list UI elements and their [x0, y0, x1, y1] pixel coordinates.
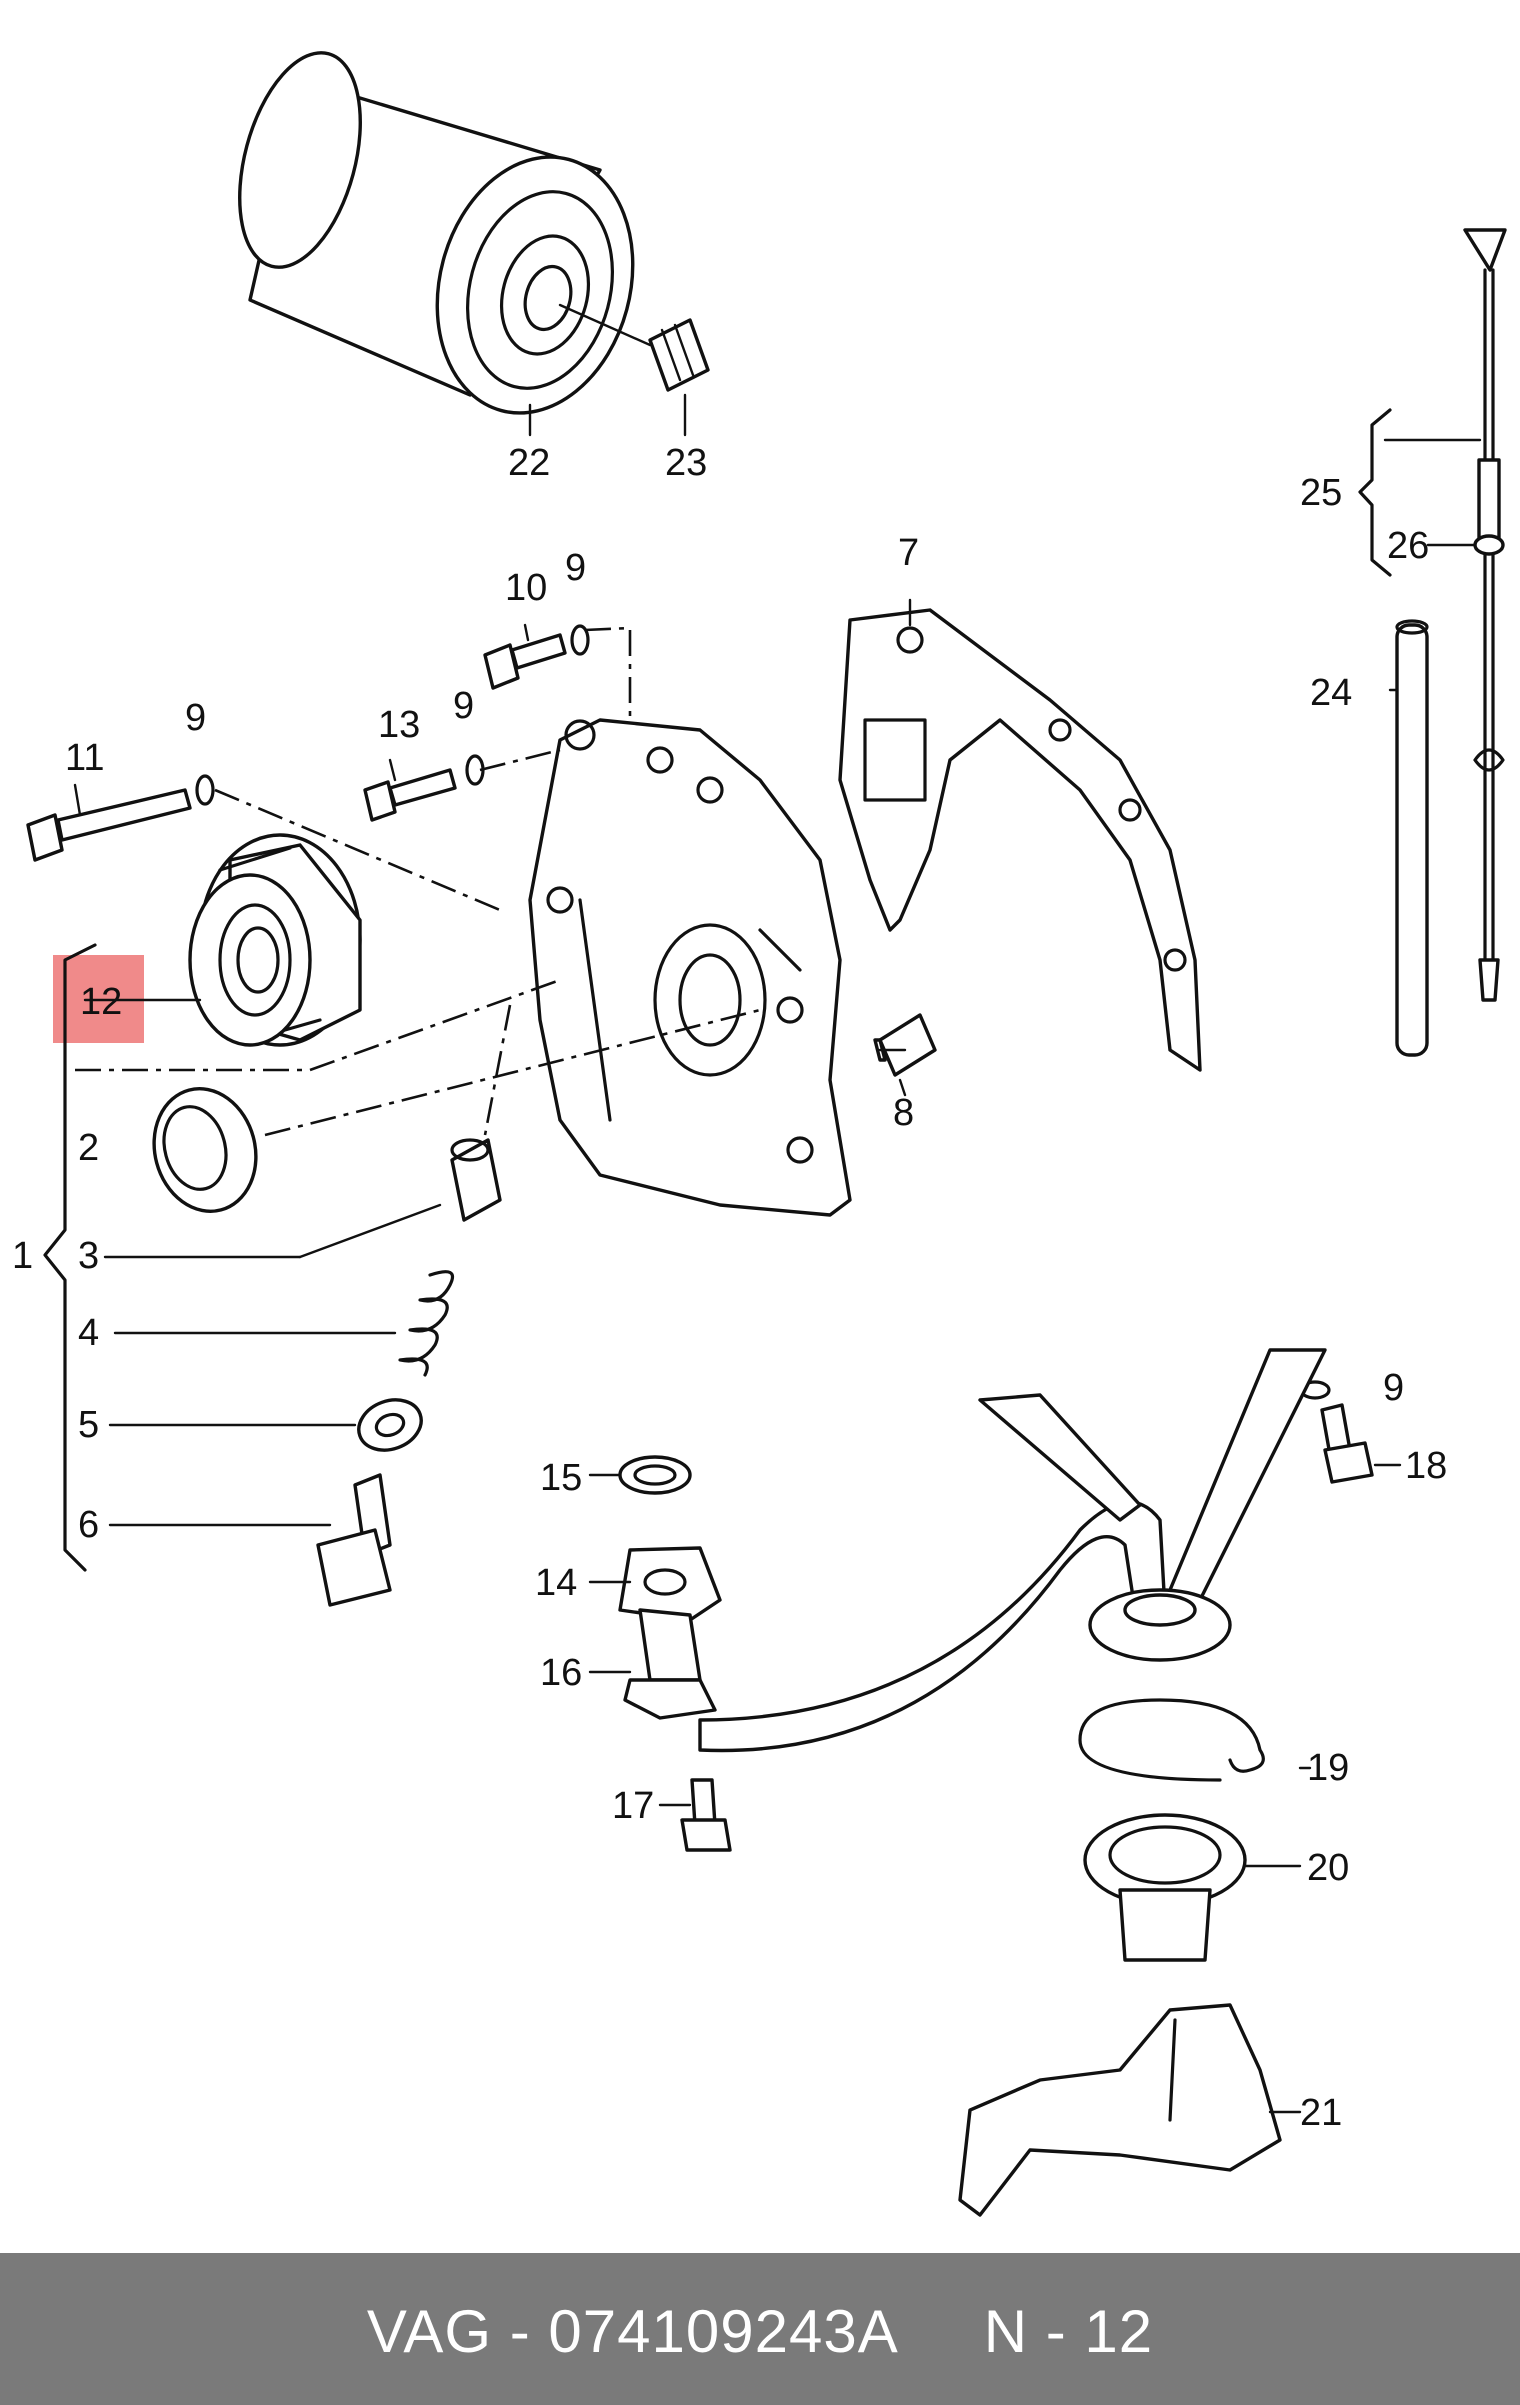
label-3: 3	[78, 1235, 99, 1277]
label-23: 23	[665, 442, 707, 484]
label-13: 13	[378, 704, 420, 746]
label-20: 20	[1307, 1847, 1349, 1889]
part-bolt-18	[1320, 1403, 1374, 1484]
label-12: 12	[80, 981, 122, 1023]
label-9-top: 9	[565, 547, 586, 589]
part-plunger	[450, 1138, 502, 1222]
label-9-left: 9	[185, 697, 206, 739]
part-oil-seal	[188, 833, 362, 1047]
label-4: 4	[78, 1312, 99, 1354]
part-stud	[648, 318, 710, 392]
exploded-parts-diagram: 22 23 25 26 24 7 10 9 13 9 11 9 12 8 2 1…	[12, 51, 1507, 2217]
part-bolt-17	[680, 1778, 732, 1852]
footer-bar: VAG - 074109243A N - 12	[0, 2253, 1520, 2405]
part-bolt-11	[26, 788, 192, 862]
part-o-ring	[618, 1455, 692, 1495]
part-flange	[618, 1546, 722, 1720]
part-guide-tube	[1395, 619, 1429, 1057]
part-shaft-seal	[152, 1087, 258, 1213]
label-5: 5	[78, 1404, 99, 1446]
label-18: 18	[1405, 1445, 1447, 1487]
bracket-1	[43, 943, 97, 1572]
label-19: 19	[1307, 1747, 1349, 1789]
part-oil-pump-housing	[528, 718, 852, 1217]
part-bolt-8	[873, 1013, 937, 1077]
part-strainer	[1083, 1813, 1247, 1962]
label-1: 1	[12, 1235, 33, 1277]
label-9-right: 9	[1383, 1367, 1404, 1409]
label-2: 2	[78, 1127, 99, 1169]
label-17: 17	[612, 1785, 654, 1827]
label-6: 6	[78, 1504, 99, 1546]
label-8: 8	[893, 1092, 914, 1134]
footer-part-caption: VAG - 074109243A N - 12	[366, 2298, 1154, 2365]
part-spring	[398, 1270, 455, 1377]
label-25: 25	[1300, 472, 1342, 514]
leader-lines	[73, 438, 1482, 2114]
label-22: 22	[508, 442, 550, 484]
label-24: 24	[1310, 672, 1352, 714]
part-circlip	[1078, 1698, 1265, 1782]
part-bolt-10	[483, 633, 567, 690]
part-baffle	[958, 2003, 1282, 2217]
label-15: 15	[540, 1457, 582, 1499]
part-bolt-13	[363, 768, 457, 822]
label-10: 10	[505, 567, 547, 609]
part-oil-pickup-pipe	[698, 1348, 1327, 1753]
label-21: 21	[1300, 2092, 1342, 2134]
label-7: 7	[898, 532, 919, 574]
part-gasket	[838, 608, 1202, 1072]
label-26: 26	[1387, 525, 1429, 567]
part-oil-filter	[238, 51, 652, 415]
label-14: 14	[535, 1562, 577, 1604]
label-16: 16	[540, 1652, 582, 1694]
bracket-25	[1358, 408, 1392, 577]
part-washer	[357, 1398, 423, 1452]
part-dipstick	[1463, 228, 1507, 1002]
label-11: 11	[65, 737, 104, 779]
label-9-mid: 9	[453, 685, 474, 727]
part-plug	[316, 1473, 392, 1607]
